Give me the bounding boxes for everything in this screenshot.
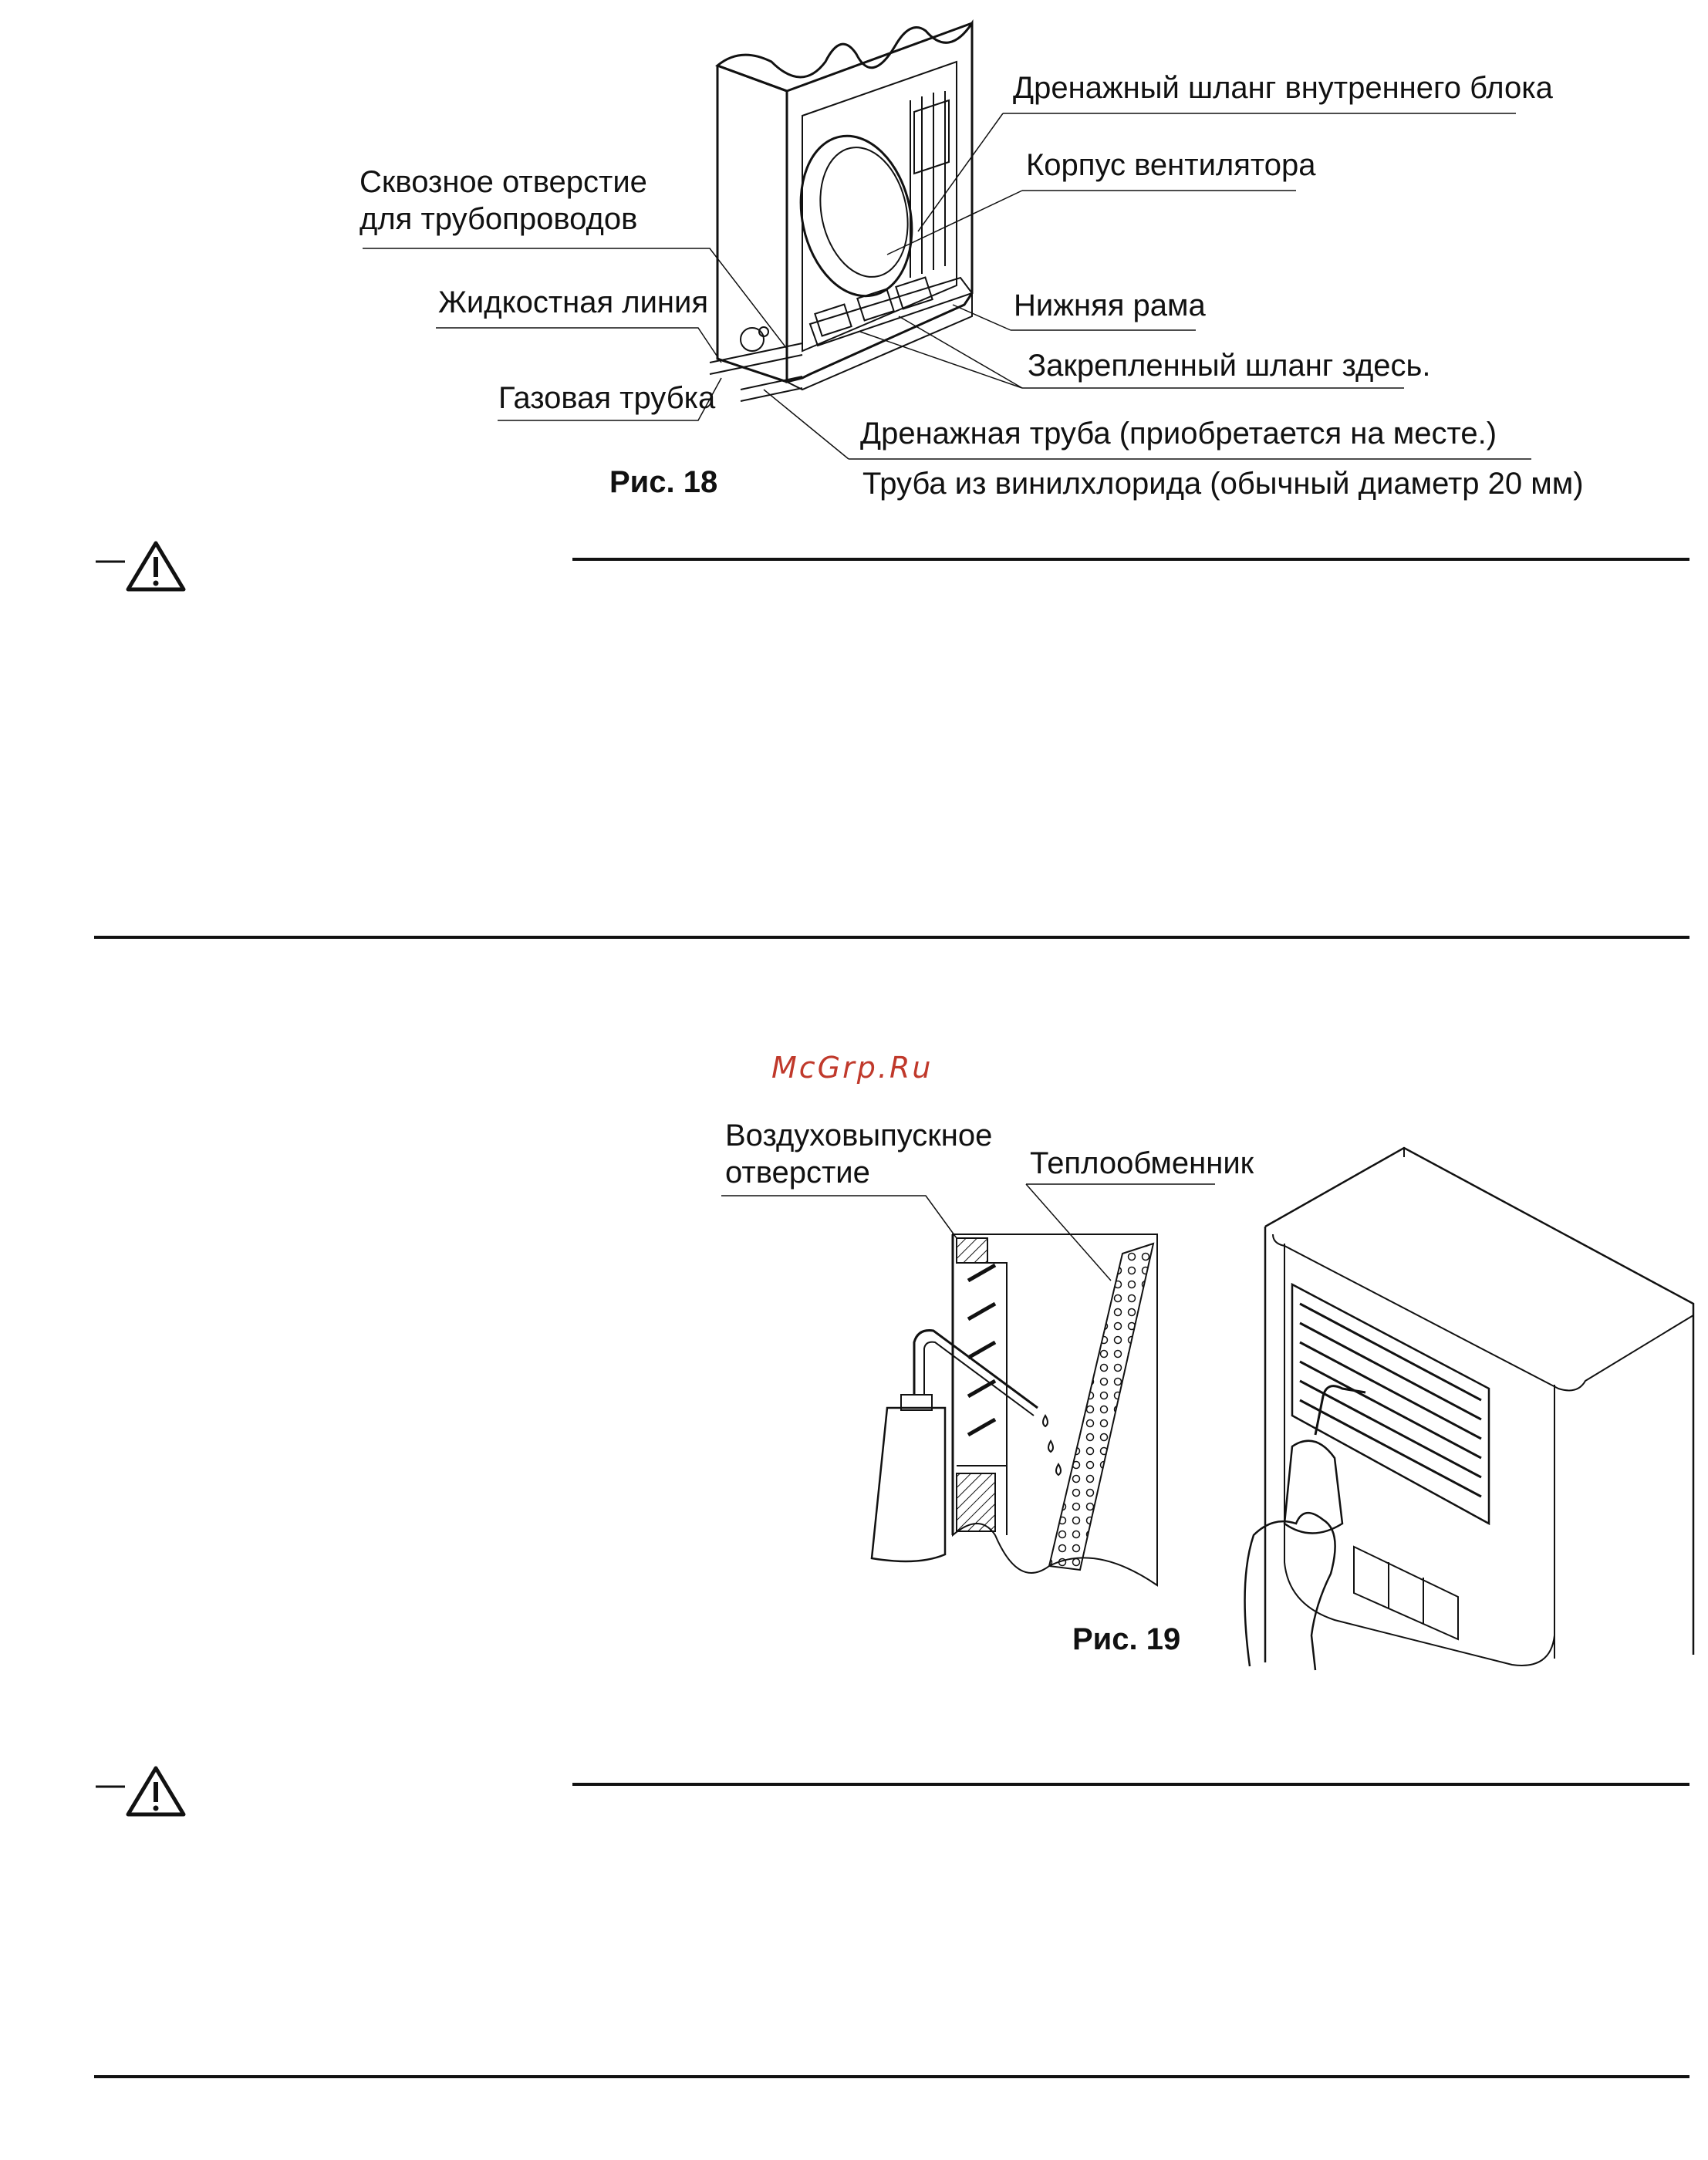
warning-2-bottom-rule bbox=[94, 2075, 1689, 2078]
label-gas-tube: Газовая трубка bbox=[498, 381, 716, 415]
label-drain-pipe: Дренажная труба (приобретается на месте.… bbox=[860, 417, 1497, 451]
label-through-hole: Сквозное отверстие для трубопроводов bbox=[359, 164, 647, 238]
label-hose-fixed: Закрепленный шланг здесь. bbox=[1028, 349, 1431, 383]
warning-triangle-icon bbox=[96, 1766, 186, 1817]
warning-triangle-icon bbox=[96, 541, 186, 592]
label-liquid-line: Жидкостная линия bbox=[438, 285, 709, 319]
warning-1-bottom-rule bbox=[94, 936, 1689, 939]
label-air-outlet-line1: Воздуховыпускное bbox=[725, 1119, 993, 1153]
figure-18-caption: Рис. 18 bbox=[609, 465, 718, 499]
label-indoor-drain-hose: Дренажный шланг внутреннего блока bbox=[1013, 71, 1553, 105]
warning-1-top-rule bbox=[572, 558, 1689, 561]
label-air-outlet: Воздуховыпускное отверстие bbox=[725, 1117, 992, 1191]
label-fan-casing: Корпус вентилятора bbox=[1026, 148, 1316, 182]
label-through-hole-line2: для трубопроводов bbox=[359, 202, 638, 236]
label-air-outlet-line2: отверстие bbox=[725, 1156, 870, 1190]
label-heat-exchanger: Теплообменник bbox=[1030, 1146, 1254, 1180]
label-vinyl-pipe: Труба из винилхлорида (обычный диаметр 2… bbox=[862, 467, 1584, 501]
warning-2-top-rule bbox=[572, 1783, 1689, 1786]
label-through-hole-line1: Сквозное отверстие bbox=[359, 165, 647, 199]
watermark: McGrp.Ru bbox=[771, 1051, 933, 1085]
figure-19-caption: Рис. 19 bbox=[1072, 1622, 1181, 1656]
label-bottom-frame: Нижняя рама bbox=[1014, 289, 1206, 322]
